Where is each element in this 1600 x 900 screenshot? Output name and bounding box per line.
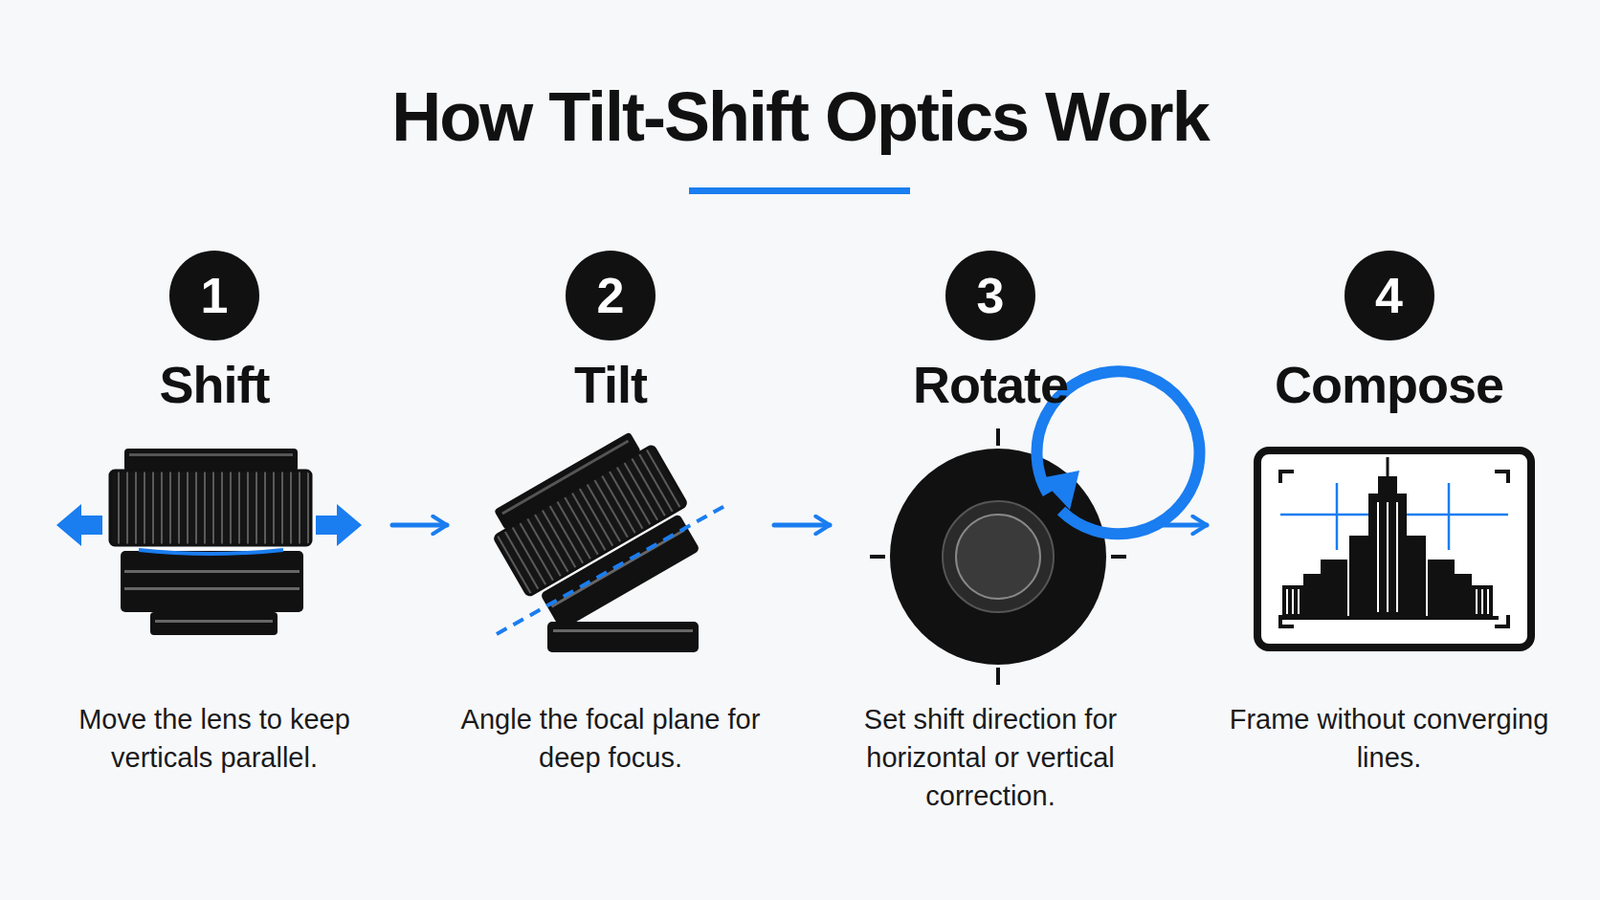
flow-arrow [1151,523,1207,529]
step-description: Frame without converging lines. [1208,700,1570,778]
page-title: How Tilt-Shift Optics Work [0,82,1600,152]
step-description: Angle the focal plane for deep focus. [448,700,773,778]
step-description: Set shift direction for horizontal or ve… [831,700,1150,816]
step-description: Move the lens to keep verticals parallel… [38,700,391,778]
step-heading: Rotate [831,357,1150,413]
step-heading: Shift [38,357,391,413]
step-number: 1 [169,250,260,341]
step-column: 4ComposeFrame without converging lines. [1208,239,1570,833]
step-column: 1ShiftMove the lens to keep verticals pa… [38,239,391,833]
step-number: 2 [565,250,656,341]
step-heading: Compose [1208,357,1570,413]
flow-arrow [774,523,830,529]
step-number: 4 [1344,250,1435,341]
step-column: 2TiltAngle the focal plane for deep focu… [448,239,773,833]
compose-frame [1257,450,1532,648]
tilt-lens [482,424,727,653]
title-underline [688,187,911,195]
step-column: 3RotateSet shift direction for horizonta… [831,239,1150,833]
rotate-dial [869,371,1200,686]
shift-lens [56,448,362,636]
step-number: 3 [945,250,1036,341]
flow-arrow [392,523,447,529]
step-heading: Tilt [448,357,773,413]
